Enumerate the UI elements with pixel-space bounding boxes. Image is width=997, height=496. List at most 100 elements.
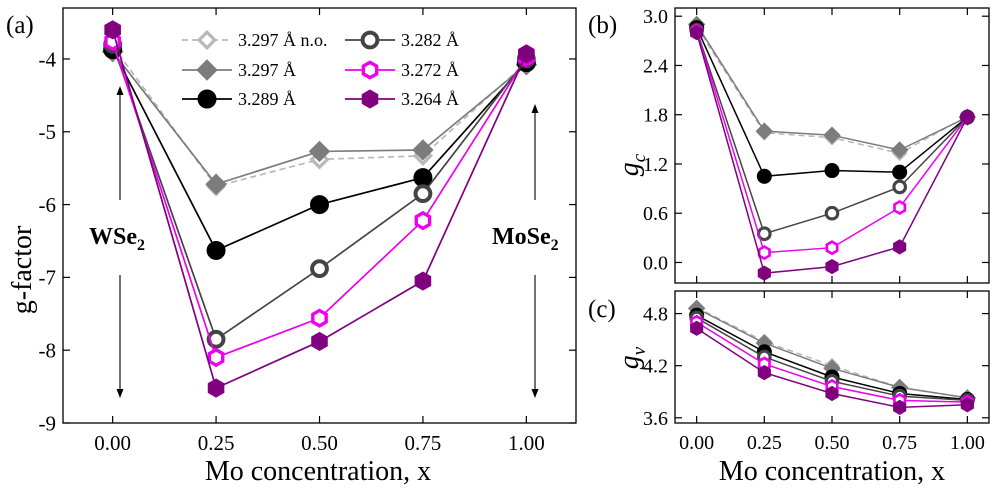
data-point: [757, 245, 771, 261]
series-5: [104, 20, 535, 398]
panel-b: (b) 3.02.41.81.20.60.0 gc: [588, 6, 990, 284]
data-point: [756, 168, 772, 184]
ytick-label: -5: [39, 120, 57, 144]
legend-label: 3.264 Å: [401, 89, 459, 109]
series-5: [690, 25, 974, 281]
panel-b-ylabel: gc: [614, 153, 650, 176]
data-point: [690, 320, 704, 336]
panel-a: (a) -4 -5 -6 -7 -8 -9 0.00 0.25 0.50 0.75 1.00 g-f…: [6, 7, 577, 487]
panel-c-frame: [674, 290, 990, 424]
mose2-arrow: [531, 104, 539, 398]
data-point: [207, 378, 225, 398]
series-3: [103, 35, 536, 349]
data-point: [104, 31, 122, 52]
data-point: [825, 258, 839, 275]
xtick-label: 0.50: [301, 431, 338, 455]
data-point: [824, 205, 840, 221]
mose2-label: MoSe2: [492, 224, 559, 254]
data-point: [755, 122, 774, 140]
panel-a-ylabel: g-factor: [7, 225, 38, 314]
ytick-label: 4.8: [643, 304, 668, 326]
legend-marker: [196, 59, 218, 81]
panel-c-xlabel: Mo concentration, x: [719, 456, 945, 487]
wse2-arrow: [116, 86, 124, 398]
data-point: [893, 399, 907, 415]
ytick-label: 3.0: [643, 6, 668, 28]
panel-a-xlabel: Mo concentration, x: [205, 456, 431, 487]
data-point: [414, 210, 432, 231]
series-1: [101, 40, 538, 195]
data-point: [892, 179, 908, 195]
data-point: [893, 199, 907, 216]
ytick-label: -9: [39, 411, 57, 435]
xtick-label: 1.00: [508, 431, 545, 455]
data-point: [518, 44, 535, 64]
data-point: [311, 331, 328, 352]
data-point: [308, 140, 331, 163]
data-point: [960, 397, 974, 413]
panel-a-frame: [62, 7, 577, 424]
panel-a-series: [101, 20, 538, 398]
legend-marker: [197, 89, 217, 109]
series-0: [102, 35, 537, 197]
ytick-label: 1.8: [643, 105, 668, 127]
legend-marker: [360, 30, 380, 50]
data-point: [413, 168, 433, 188]
panel-c-ylabel: gv: [614, 346, 650, 369]
panel-b-label: (b): [588, 12, 617, 39]
data-point: [892, 164, 908, 180]
data-point: [825, 240, 839, 256]
panel-a-ticks: -4 -5 -6 -7 -8 -9 0.00 0.25 0.50 0.75 1.00: [39, 8, 576, 455]
legend-item: 3.297 Å n.o.: [182, 29, 328, 51]
data-point: [823, 126, 841, 144]
data-point: [757, 365, 771, 381]
legend-label: 3.297 Å: [238, 60, 296, 80]
xtick-label: 0.25: [747, 432, 782, 454]
legend-label: 3.282 Å: [401, 30, 459, 50]
data-point: [310, 259, 329, 279]
data-point: [205, 173, 227, 195]
ytick-label: 4.2: [643, 356, 668, 378]
legend-item: 3.297 Å: [182, 59, 296, 81]
data-point: [310, 195, 329, 215]
panel-c-label: (c): [588, 296, 616, 323]
data-point: [824, 163, 840, 179]
data-point: [893, 239, 907, 255]
xtick-label: 0.00: [94, 431, 131, 455]
ytick-label: 0.0: [643, 252, 668, 274]
legend-item: 3.289 Å: [182, 89, 296, 109]
legend: 3.297 Å n.o. 3.297 Å 3.289 Å 3.282 Å 3.272 Å…: [182, 29, 459, 109]
panel-a-label: (a): [6, 12, 34, 39]
ytick-label: 1.2: [643, 154, 668, 176]
ytick-label: -4: [39, 47, 57, 71]
data-point: [412, 139, 434, 161]
legend-label: 3.272 Å: [401, 60, 459, 80]
data-point: [890, 141, 909, 159]
xtick-label: 0.00: [679, 432, 714, 454]
series-5: [690, 320, 974, 415]
data-point: [206, 329, 226, 349]
legend-marker: [361, 89, 379, 109]
data-point: [311, 308, 328, 328]
ytick-label: 0.6: [643, 203, 668, 225]
data-point: [690, 25, 704, 41]
ytick-label: -8: [39, 339, 57, 363]
xtick-label: 0.25: [198, 431, 235, 455]
legend-marker: [361, 60, 379, 80]
legend-item: 3.272 Å: [345, 60, 459, 80]
legend-label: 3.297 Å n.o.: [238, 30, 328, 50]
legend-item: 3.282 Å: [345, 30, 459, 50]
xtick-label: 1.00: [950, 432, 985, 454]
data-point: [960, 109, 974, 125]
ytick-label: -7: [39, 266, 57, 290]
ytick-label: -6: [39, 193, 57, 217]
data-point: [414, 271, 432, 291]
data-point: [757, 265, 771, 281]
legend-marker: [196, 29, 218, 51]
panel-b-ticks: 3.02.41.81.20.60.0: [643, 6, 989, 283]
legend-label: 3.289 Å: [238, 89, 296, 109]
xtick-label: 0.75: [405, 431, 442, 455]
